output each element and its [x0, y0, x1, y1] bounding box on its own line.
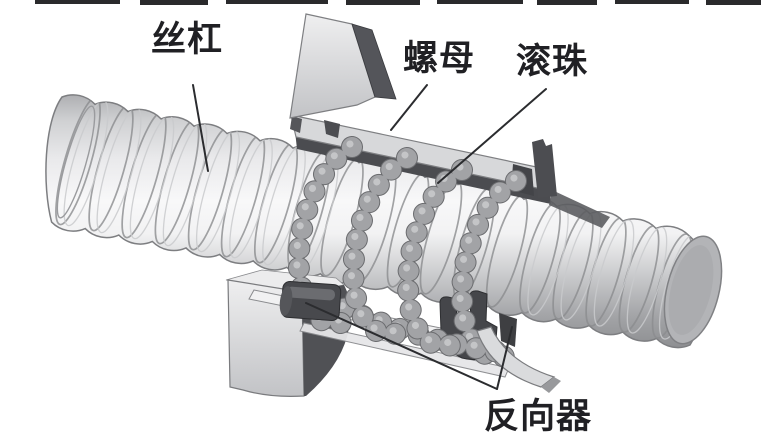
nut-end-cap — [532, 139, 557, 198]
nut-shell-crescent — [476, 326, 561, 393]
label-nut: 螺母 — [403, 39, 475, 78]
screw-left-end-face — [56, 105, 96, 219]
leader-lines — [192, 84, 547, 390]
screw-right-end-face — [663, 235, 723, 345]
cropped-text-remnant — [35, 0, 761, 5]
nut-flange-top-side-face — [351, 23, 397, 100]
leader-line-balls — [437, 88, 547, 184]
leader-line-nut — [390, 84, 428, 131]
reverser-end-wedge — [499, 313, 517, 347]
leader-line-reverser-left — [305, 302, 498, 390]
nut-flange-top — [289, 13, 376, 119]
leader-line-screw — [192, 84, 209, 172]
label-screw: 丝杠 — [151, 20, 223, 59]
nut-band-tab — [324, 120, 340, 138]
screw-shaft — [45, 94, 723, 349]
leader-line-reverser-right — [496, 326, 513, 390]
label-reverser: 反向器 — [484, 397, 592, 432]
label-balls: 滚珠 — [516, 42, 588, 81]
nut-right-section-shadow — [549, 190, 610, 228]
reverser-left — [279, 280, 342, 322]
nut-band-notch-left — [290, 116, 302, 133]
